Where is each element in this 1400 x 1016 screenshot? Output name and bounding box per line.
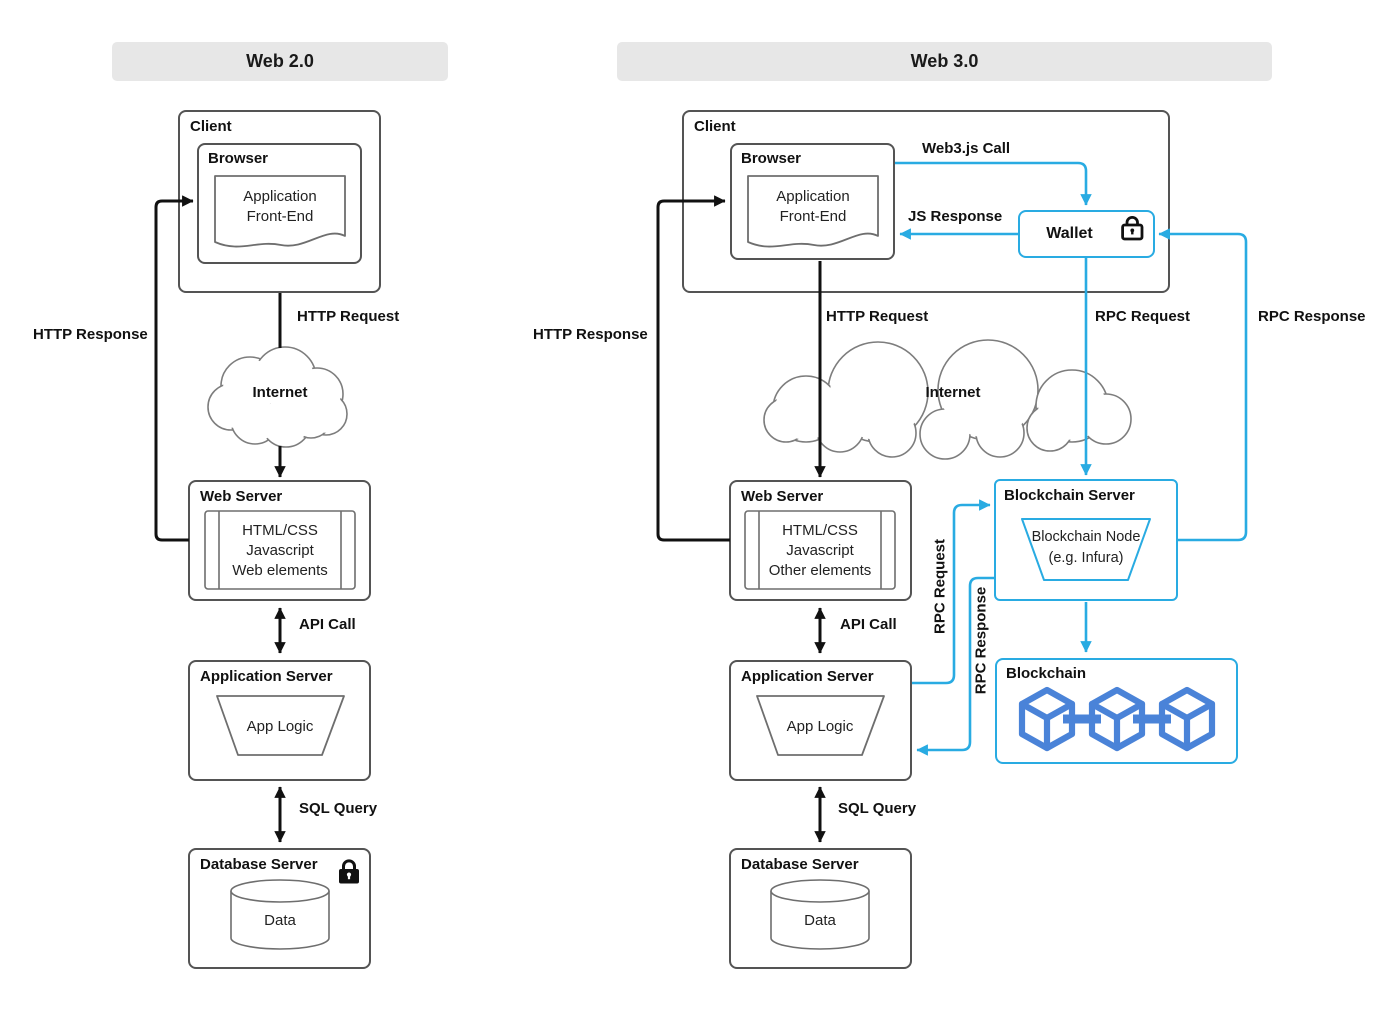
web2-http-request-label: HTTP Request (297, 308, 400, 325)
web2-http-response-label: HTTP Response (33, 326, 148, 343)
web2-browser-title: Browser (208, 150, 269, 167)
web3-blockchain-node-label: Blockchain Node (e.g. Infura) (1031, 529, 1141, 567)
web2-api-call-label: API Call (299, 616, 356, 633)
web2-app-logic-label: App Logic (246, 718, 314, 735)
web2-web-server-content: HTML/CSS Javascript Web elements (232, 522, 328, 579)
web2-client-title: Client (190, 118, 232, 135)
rpc-response-wallet-label: RPC Response (1258, 308, 1366, 325)
web3-internet-label: Internet (925, 384, 981, 401)
web3-app-server-title: Application Server (741, 668, 874, 685)
web3-blockchain-title: Blockchain (1006, 665, 1087, 682)
web2-header-label: Web 2.0 (246, 51, 314, 71)
web3-api-call-label: API Call (840, 616, 897, 633)
web3-db-server-title: Database Server (741, 856, 859, 873)
web2-internet-label: Internet (252, 384, 308, 401)
web2-header: Web 2.0 (112, 42, 448, 81)
web3-client-title: Client (694, 118, 736, 135)
web3-web-server-title: Web Server (741, 488, 824, 505)
web3-web-server-content: HTML/CSS Javascript Other elements (768, 522, 872, 579)
web3-frontend-label: Application Front-End (776, 188, 850, 225)
web3-blockchain-server-title: Blockchain Server (1004, 487, 1135, 504)
web3js-call-label: Web3.js Call (922, 140, 1011, 157)
rpc-request-app-label: RPC Request (931, 538, 949, 635)
web3-http-request-label: HTTP Request (826, 308, 929, 325)
web3-header: Web 3.0 (617, 42, 1272, 81)
web3-data-label: Data (804, 912, 836, 929)
rpc-request-wallet-label: RPC Request (1095, 308, 1191, 325)
web3-sql-query-label: SQL Query (838, 800, 917, 817)
web2-db-server-title: Database Server (200, 856, 318, 873)
web2-web-server-title: Web Server (200, 488, 283, 505)
web2-data-label: Data (264, 912, 296, 929)
rpc-response-app-label: RPC Response (972, 586, 990, 695)
web3-app-logic-label: App Logic (786, 718, 854, 735)
js-response-label: JS Response (908, 208, 1003, 225)
web3-wallet-title: Wallet (1046, 225, 1093, 242)
web3-header-label: Web 3.0 (910, 51, 979, 71)
web2-frontend-label: Application Front-End (243, 188, 317, 225)
web2-app-server-title: Application Server (200, 668, 333, 685)
web3-browser-title: Browser (741, 150, 802, 167)
web2-sql-query-label: SQL Query (299, 800, 378, 817)
web3-http-response-label: HTTP Response (533, 326, 648, 343)
